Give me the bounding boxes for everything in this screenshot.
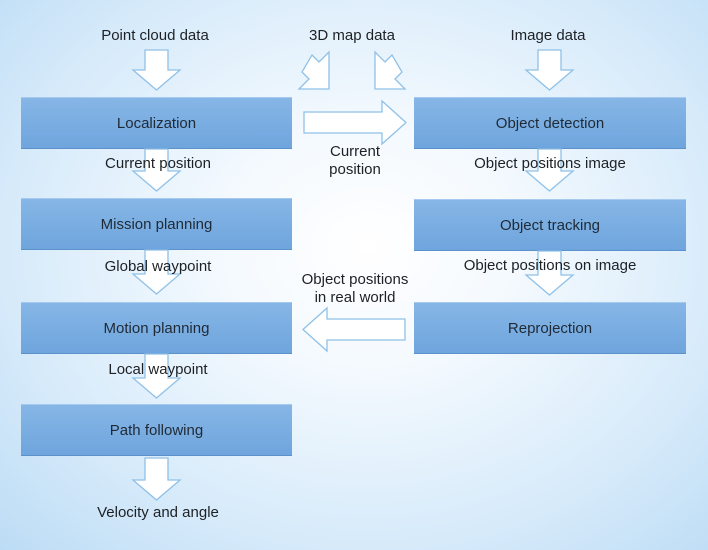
image-data-down-arrow xyxy=(524,49,575,91)
object-tracking-label: Object tracking xyxy=(499,216,601,234)
map-to-detection-arrow xyxy=(374,50,407,90)
detection-to-tracking-arrow xyxy=(524,148,575,192)
object-detection-label: Object detection xyxy=(495,114,605,132)
mission-planning-box: Mission planning xyxy=(21,198,292,250)
reprojection-label: Reprojection xyxy=(507,319,593,337)
object-positions-on-image-label: Object positions on image xyxy=(463,257,637,274)
velocity-and-angle-label: Velocity and angle xyxy=(97,504,219,521)
path-following-label: Path following xyxy=(109,421,204,439)
object-positions-world-label: Object positions in real world xyxy=(285,271,425,307)
point-cloud-down-arrow xyxy=(131,49,182,91)
mission-to-motion-arrow xyxy=(131,249,182,295)
current-position-cross-line2: position xyxy=(329,161,381,178)
current-position-cross-label: Current position xyxy=(305,143,405,179)
mission-planning-label: Mission planning xyxy=(100,215,213,233)
localization-box: Localization xyxy=(21,97,292,149)
current-position-label: Current position xyxy=(105,155,211,172)
object-tracking-box: Object tracking xyxy=(414,199,686,251)
map-data-label: 3D map data xyxy=(309,27,395,44)
image-data-label: Image data xyxy=(510,27,586,44)
global-waypoint-label: Global waypoint xyxy=(104,258,212,275)
path-following-box: Path following xyxy=(21,404,292,456)
motion-to-path-arrow xyxy=(131,353,182,399)
current-position-right-arrow xyxy=(303,99,407,146)
object-positions-world-line1: Object positions xyxy=(301,271,409,288)
object-positions-left-arrow xyxy=(302,306,406,353)
object-positions-image-label: Object positions image xyxy=(474,155,626,172)
localization-to-mission-arrow xyxy=(131,148,182,192)
object-detection-box: Object detection xyxy=(414,97,686,149)
point-cloud-data-label: Point cloud data xyxy=(101,27,209,44)
motion-planning-box: Motion planning xyxy=(21,302,292,354)
path-to-output-arrow xyxy=(131,457,182,501)
map-to-localization-arrow xyxy=(297,50,330,90)
object-positions-world-line2: in real world xyxy=(314,289,396,306)
reprojection-box: Reprojection xyxy=(414,302,686,354)
local-waypoint-label: Local waypoint xyxy=(108,361,208,378)
current-position-cross-line1: Current xyxy=(329,143,381,160)
motion-planning-label: Motion planning xyxy=(103,319,210,337)
tracking-to-reprojection-arrow xyxy=(524,250,575,296)
localization-label: Localization xyxy=(116,114,197,132)
